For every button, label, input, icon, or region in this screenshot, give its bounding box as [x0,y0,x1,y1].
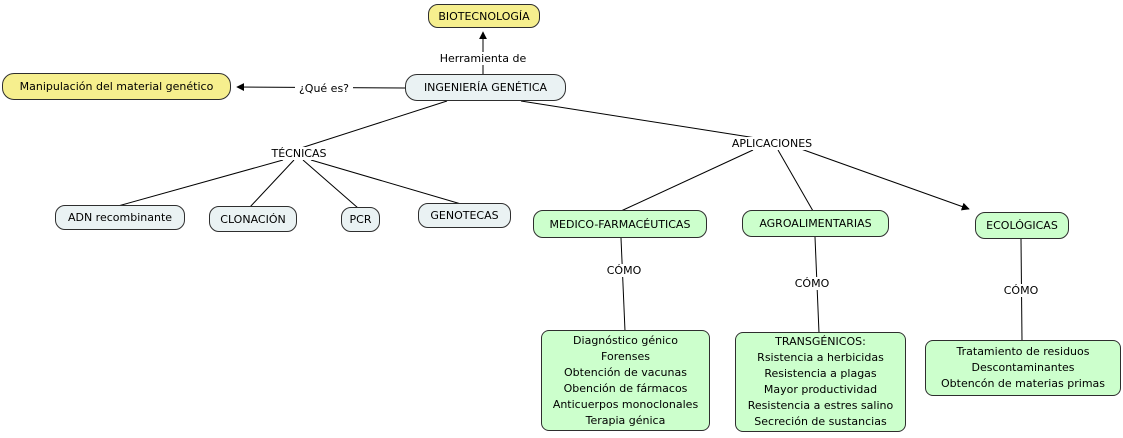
edge-tecnicas-pcr [302,159,359,209]
node-agroalimentarias[interactable]: AGROALIMENTARIAS [742,210,889,237]
linking-phrase-como-agro[interactable]: CÓMO [789,277,835,290]
node-biotecnologia[interactable]: BIOTECNOLOGÍA [428,4,540,28]
detail-line: Rsistencia a herbicidas [757,351,884,364]
node-genotecas[interactable]: GENOTECAS [418,203,511,228]
linking-phrase-como-eco[interactable]: CÓMO [998,284,1044,297]
detail-line: Secreción de sustancias [754,415,887,428]
node-pcr[interactable]: PCR [341,207,380,232]
node-ecologicas[interactable]: ECOLÓGICAS [975,212,1069,239]
linking-phrase-como-medico[interactable]: CÓMO [601,264,647,277]
node-agro-detalle[interactable]: TRANSGÉNICOS: Rsistencia a herbicidas Re… [735,332,906,432]
detail-line: TRANSGÉNICOS: [775,335,866,348]
node-medico-detalle[interactable]: Diagnóstico génico Forenses Obtención de… [541,330,710,431]
node-ingenieria-genetica[interactable]: INGENIERÍA GENÉTICA [405,74,566,101]
edge-tecnicas-clonacion [249,159,295,208]
detail-line: Obtención de vacunas [564,365,687,379]
detail-line: Mayor productividad [763,383,878,396]
edge-ingenieria-tecnicas [300,100,448,149]
edge-tecnicas-adn [117,159,284,207]
node-eco-detalle[interactable]: Tratamiento de residuos Descontaminantes… [925,340,1121,396]
detail-line: Tratamiento de residuos [956,345,1090,358]
node-manipulacion-material-genetico[interactable]: Manipulación del material genético [2,73,231,100]
edge-aplicaciones-agro [777,149,814,212]
detail-line: Obención de fármacos [563,381,688,395]
node-medico-farmaceuticas[interactable]: MEDICO-FARMACÉUTICAS [533,210,707,238]
linking-phrase-que-es[interactable]: ¿Qué es? [295,82,353,95]
edge-aplicaciones-eco [800,148,970,211]
detail-line: Terapia génica [585,413,666,427]
detail-line: Obtencón de materias primas [940,377,1106,390]
detail-line: Resistencia a estres salino [747,399,894,412]
node-clonacion[interactable]: CLONACIÓN [209,206,297,232]
edge-aplicaciones-medico [620,149,754,212]
linking-phrase-herramienta-de[interactable]: Herramienta de [436,52,530,65]
edge-medico-detalle [620,237,626,332]
node-adn-recombinante[interactable]: ADN recombinante [55,205,185,230]
detail-line: Descontaminantes [971,361,1075,374]
linking-phrase-tecnicas[interactable]: TÉCNICAS [267,147,331,160]
detail-line: Diagnóstico génico [573,333,678,347]
edge-tecnicas-genotecas [310,159,462,205]
linking-phrase-aplicaciones[interactable]: APLICACIONES [726,137,818,150]
detail-line: Forenses [601,349,650,363]
detail-line: Anticuerpos monoclonales [552,397,699,411]
detail-line: Resistencia a plagas [764,367,877,380]
edge-ingenieria-aplicaciones [520,100,757,139]
